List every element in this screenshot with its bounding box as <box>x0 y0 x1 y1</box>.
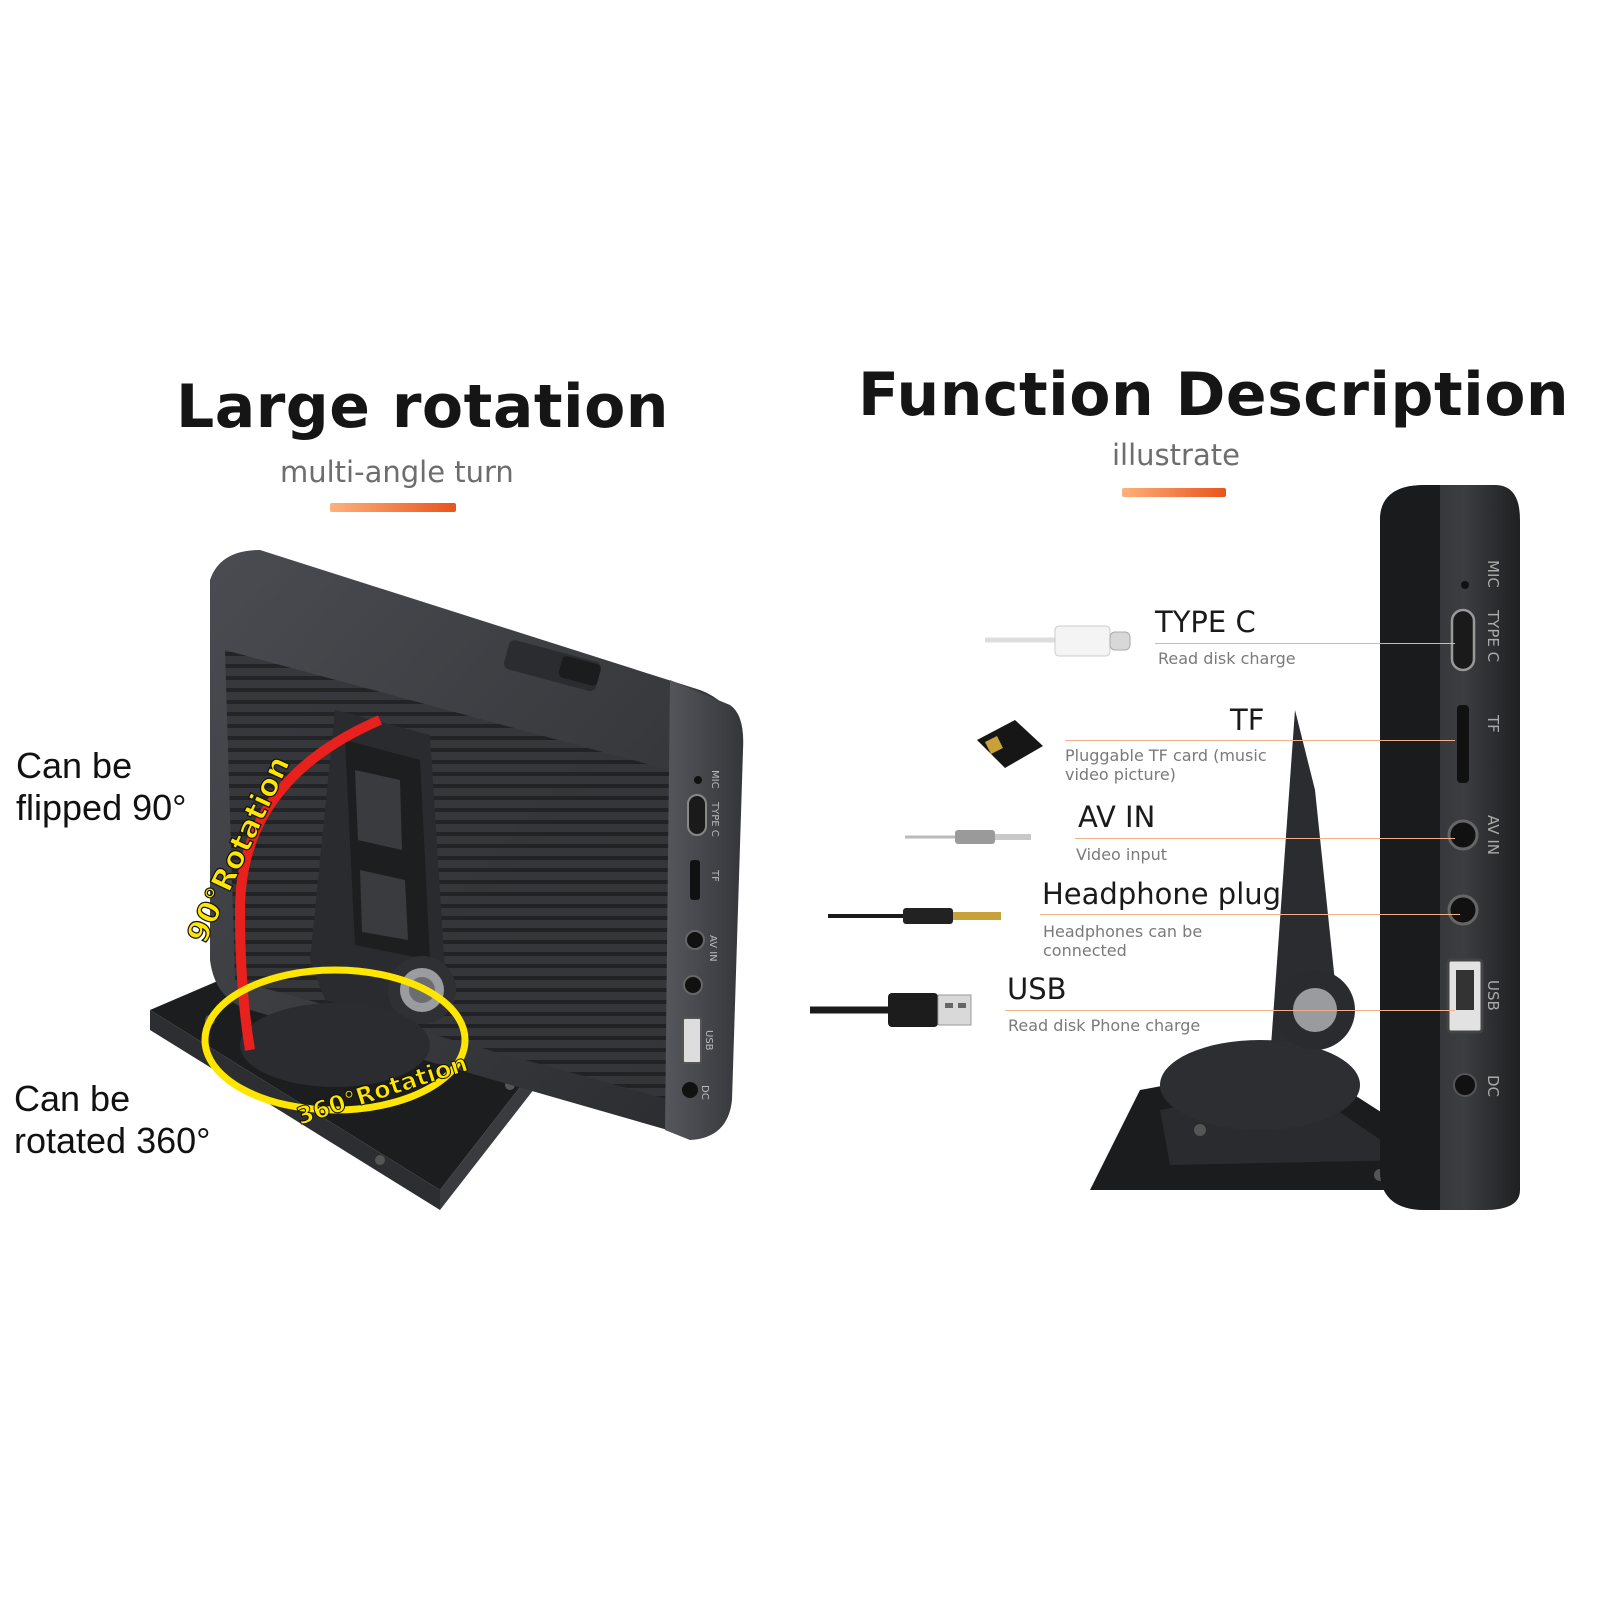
left-device-port-label: AV IN <box>707 935 718 962</box>
right-title: Function Description <box>858 360 1570 430</box>
headphone-cable-icon <box>828 908 1001 924</box>
leader-type-c <box>1155 643 1455 644</box>
flip-label: Can be flipped 90° <box>16 745 187 828</box>
leader-usb <box>1005 1010 1455 1011</box>
rotate-label: Can be rotated 360° <box>14 1078 211 1161</box>
leader-headphone <box>1040 914 1460 915</box>
type-c-cable-icon <box>985 625 1131 657</box>
left-device-port-label: USB <box>703 1030 714 1051</box>
port-name-type-c: TYPE C <box>1155 605 1256 639</box>
right-device-port-label: MIC <box>1484 560 1502 588</box>
left-title: Large rotation <box>176 372 670 442</box>
port-name-usb: USB <box>1007 972 1067 1006</box>
leader-tf <box>1065 740 1455 741</box>
port-desc-av-in: Video input <box>1076 845 1168 864</box>
port-desc-type-c: Read disk charge <box>1158 649 1296 668</box>
port-desc-headphone: Headphones can be connected <box>1043 922 1203 960</box>
left-device-port-label: DC <box>699 1085 710 1100</box>
device-side-edge <box>665 680 744 1140</box>
right-accent-bar <box>1122 488 1226 497</box>
leader-av-in <box>1075 838 1455 839</box>
port-name-headphone: Headphone plug <box>1042 877 1282 911</box>
right-device-port-label: TF <box>1484 714 1502 733</box>
arc-90-indicator <box>234 715 382 1051</box>
right-device-port-label: USB <box>1484 980 1502 1011</box>
left-accent-bar <box>330 503 456 512</box>
right-subtitle: illustrate <box>1112 438 1240 472</box>
left-device-port-label: TYPE C <box>709 801 720 837</box>
port-desc-tf: Pluggable TF card (music video picture) <box>1065 746 1267 784</box>
arc-360-indicator <box>201 966 469 1114</box>
usb-cable-icon <box>810 993 972 1027</box>
port-name-tf: TF <box>1230 703 1265 737</box>
left-subtitle: multi-angle turn <box>280 455 514 489</box>
port-name-av-in: AV IN <box>1078 800 1156 834</box>
left-device-port-label: MIC <box>709 770 720 789</box>
right-device-port-label: TYPE C <box>1484 609 1502 662</box>
left-device-port-label: TF <box>709 869 720 882</box>
port-desc-usb: Read disk Phone charge <box>1008 1016 1201 1035</box>
av-cable-icon <box>905 830 1031 844</box>
side-view-device-illustration: MIC TYPE C TF AV IN USB DC <box>1090 485 1520 1210</box>
right-device-port-label: AV IN <box>1484 815 1502 855</box>
right-device-port-label: DC <box>1484 1075 1502 1097</box>
tf-card-icon <box>977 720 1043 768</box>
